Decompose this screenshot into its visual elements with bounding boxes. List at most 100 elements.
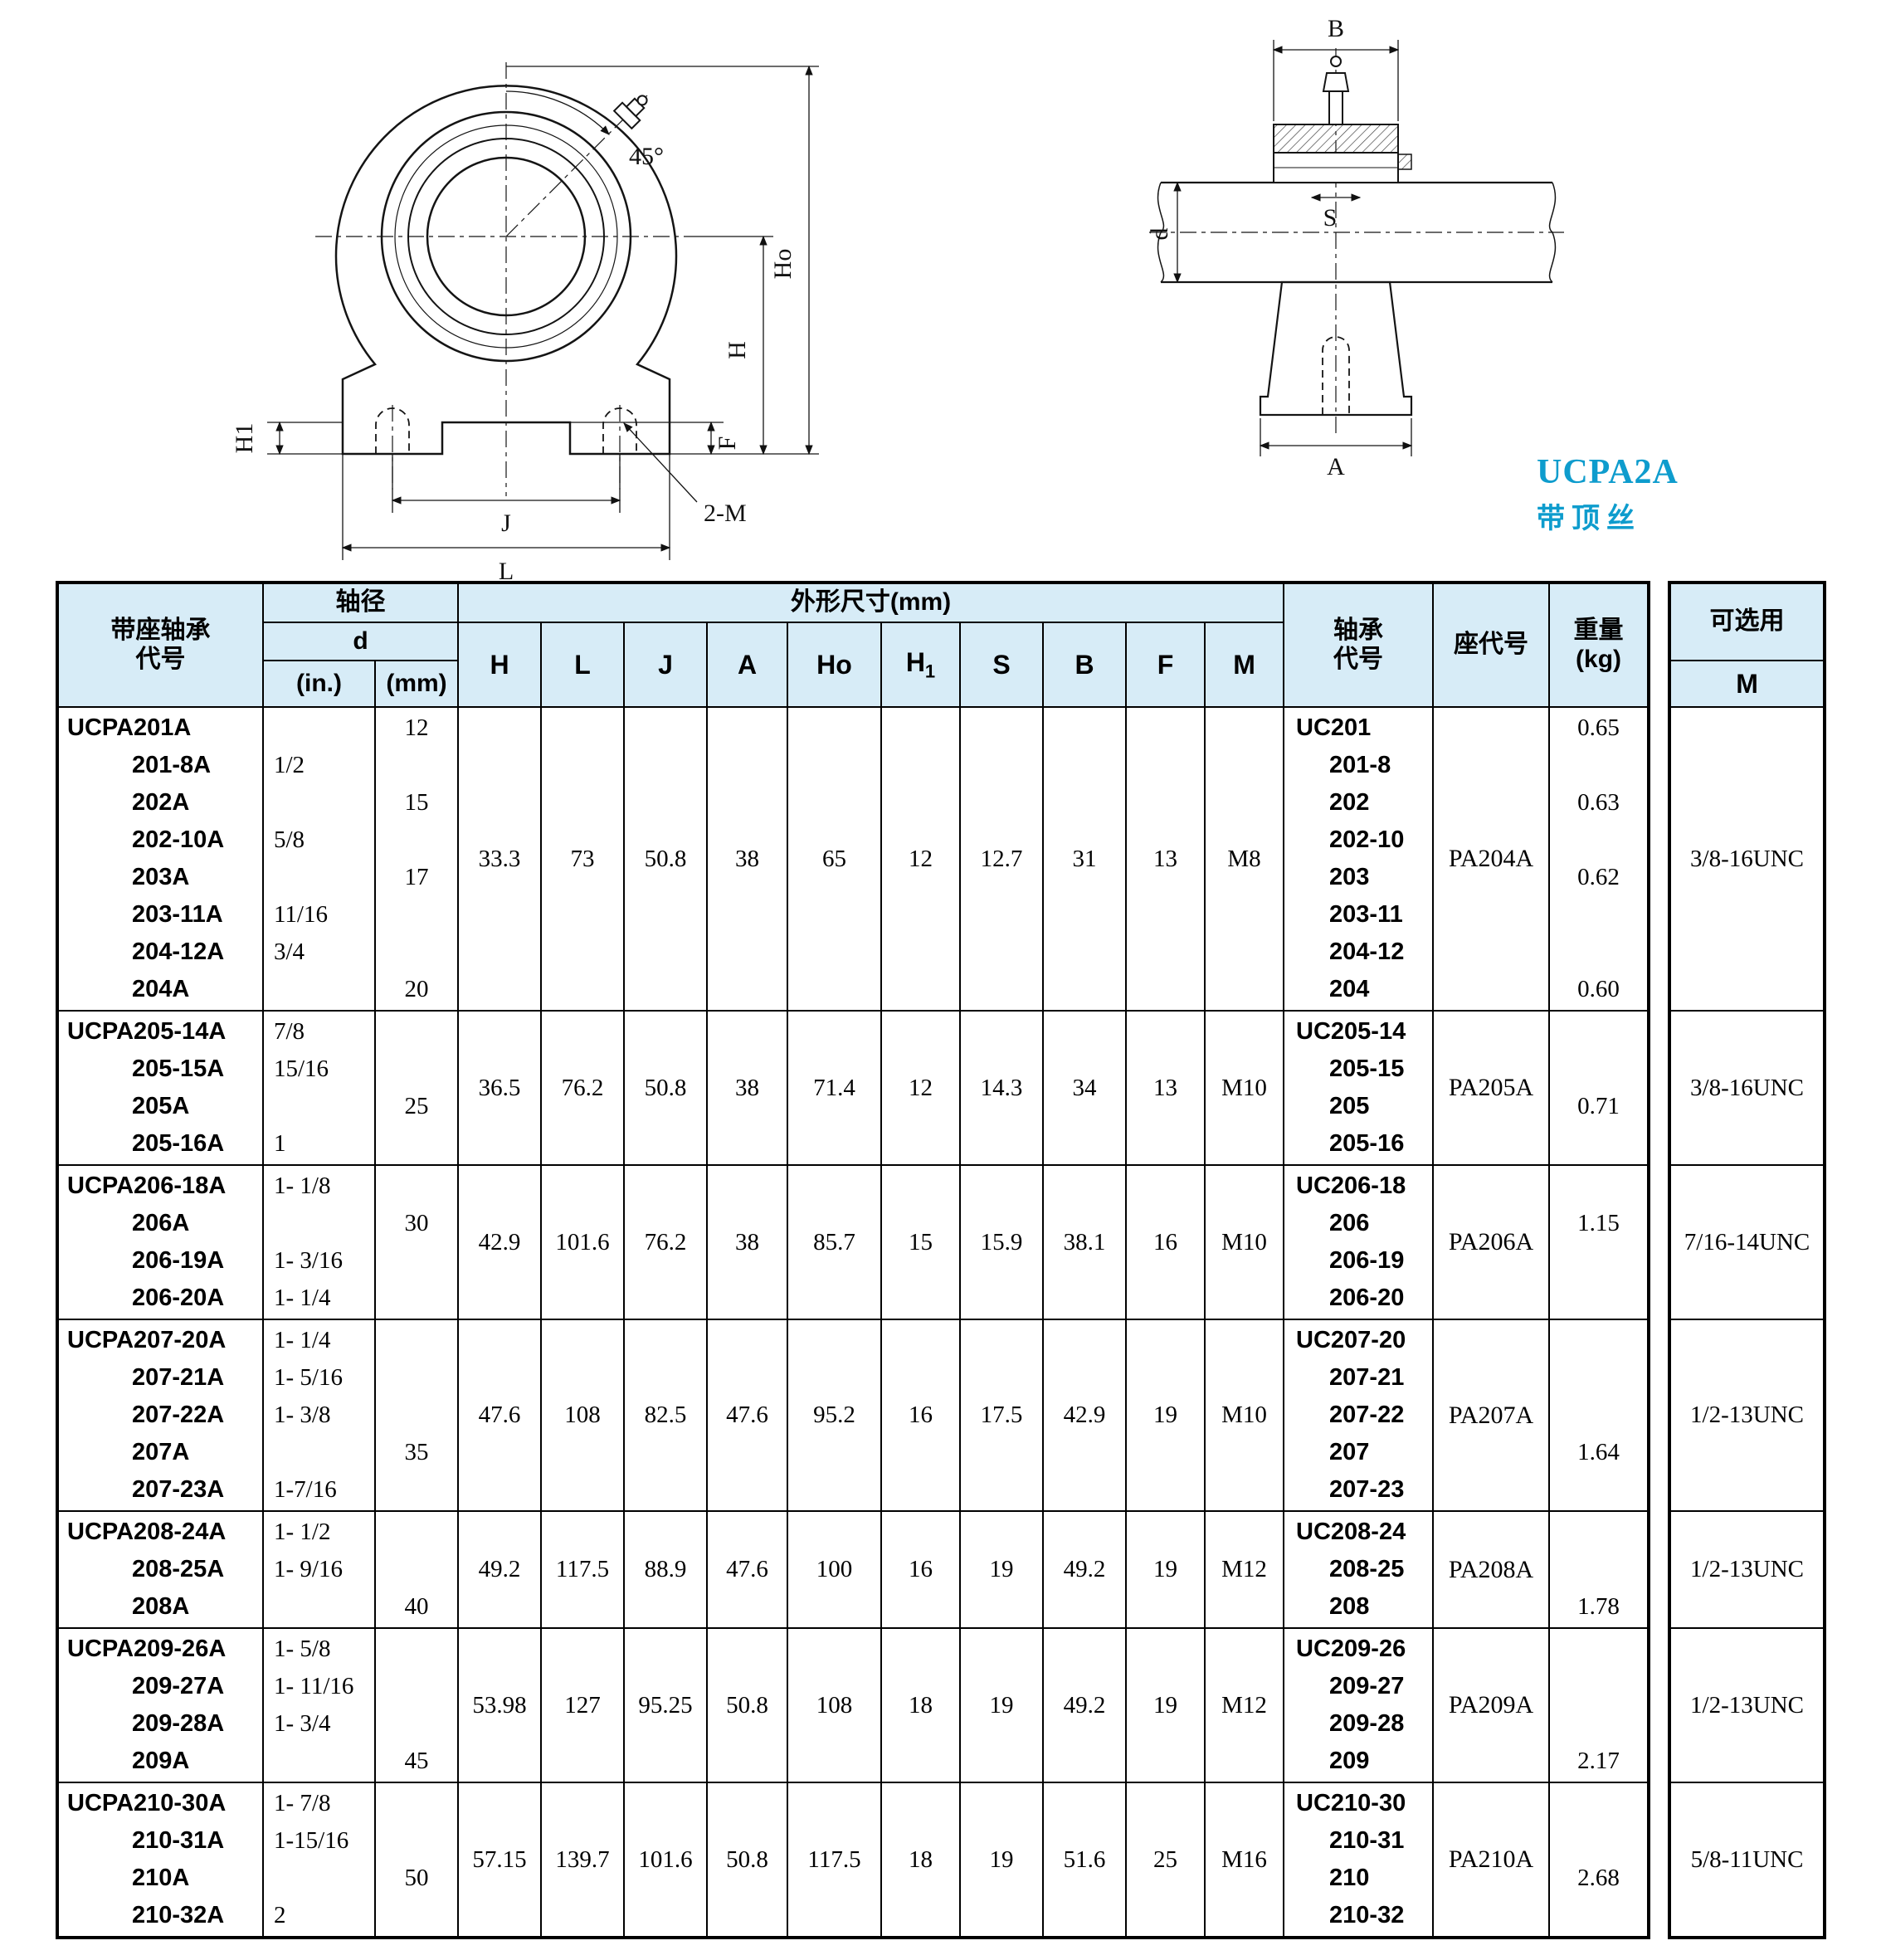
cell-dim-A: 50.8 [706, 1627, 788, 1783]
cell-dim-S: 17.5 [959, 1319, 1044, 1512]
cell-dim-J: 82.5 [623, 1319, 708, 1512]
cell-shaft-inch-line: 1- 3/16 [274, 1247, 343, 1274]
cell-dim-B: 31 [1042, 706, 1127, 1012]
cell-weight-line [1550, 822, 1647, 859]
cell-shaft-inch-line: 1- 9/16 [274, 1556, 343, 1582]
cell-optional-m: 1/2-13UNC [1668, 1627, 1827, 1783]
cell-dim-Ho: 100 [787, 1510, 882, 1629]
cell-housing-code: PA205A [1432, 1010, 1551, 1166]
cell-shaft-inch-line [264, 1434, 374, 1471]
cell-unit-codes-line: 209-27A [132, 1673, 225, 1699]
cell-dim-M: M8 [1203, 706, 1285, 1012]
header-housing-code: 座代号 [1432, 581, 1551, 708]
housing-outline [334, 85, 678, 456]
cell-optional-m: 5/8-11UNC [1668, 1782, 1827, 1939]
cell-shaft-mm-line [376, 822, 457, 859]
cell-dim-J: 95.25 [623, 1627, 708, 1783]
cell-bearing-codes-line: UC205-14 [1296, 1018, 1406, 1045]
cell-dim-H: 42.9 [457, 1164, 542, 1320]
cell-unit-codes-line: 206A [132, 1210, 190, 1236]
cell-dim-L: 108 [540, 1319, 625, 1512]
table-gap [1649, 1011, 1670, 1165]
cell-shaft-mm-line [376, 1322, 457, 1359]
cell-weight-line [1550, 747, 1647, 784]
cell-bearing-codes-line: UC201 [1296, 714, 1372, 741]
cell-shaft-mm-line [376, 1242, 457, 1280]
cell-dim-F: 13 [1125, 706, 1206, 1012]
cell-shaft-mm-line [376, 1280, 457, 1317]
cell-weight: 1.78 [1548, 1510, 1651, 1629]
cell-weight-line [1550, 1668, 1647, 1705]
cell-shaft-inch-line [264, 1588, 374, 1626]
cell-shaft-mm-line [376, 896, 457, 934]
cell-shaft-mm-line [376, 1897, 457, 1934]
cell-weight-line: 1.78 [1577, 1593, 1620, 1620]
cell-dim-A: 38 [706, 1010, 788, 1166]
cell-dim-A: 50.8 [706, 1782, 788, 1939]
cell-bearing-codes-line: 203-11 [1329, 901, 1403, 928]
dim-label-s: S [1323, 204, 1338, 232]
cell-dim-F: 16 [1125, 1164, 1206, 1320]
cell-weight: 1.64 [1548, 1319, 1651, 1512]
header-optional-m: M [1668, 660, 1827, 708]
cell-dim-B: 38.1 [1042, 1164, 1127, 1320]
cell-unit-codes-line: 204-12A [132, 939, 225, 965]
cell-dim-J: 88.9 [623, 1510, 708, 1629]
cell-dim-M: M10 [1203, 1010, 1285, 1166]
cell-dim-F: 19 [1125, 1627, 1206, 1783]
cell-unit-codes-line: UCPA207-20A [67, 1327, 227, 1353]
cell-shaft-inch-line: 1-15/16 [274, 1827, 349, 1854]
cell-dim-B: 51.6 [1042, 1782, 1127, 1939]
cell-weight: 1.15 [1548, 1164, 1651, 1320]
cell-dim-H1: 18 [880, 1782, 961, 1939]
cell-optional-m: 1/2-13UNC [1668, 1319, 1827, 1512]
dim-label-b: B [1328, 15, 1344, 42]
cell-dim-L: 73 [540, 706, 625, 1012]
cell-optional-m: 3/8-16UNC [1668, 1010, 1827, 1166]
cell-housing-code: PA207A [1432, 1319, 1551, 1512]
cell-shaft-mm: 40 [374, 1510, 459, 1629]
header-d: d [262, 622, 459, 661]
cell-bearing-codes-line: 210 [1329, 1865, 1370, 1891]
cell-shaft-inch-line: 1- 1/4 [274, 1285, 331, 1311]
header-col-A: A [706, 622, 788, 708]
cell-shaft-mm-line: 35 [404, 1439, 429, 1465]
dim-label-ho: Ho [769, 249, 797, 280]
cell-weight-line [1550, 1705, 1647, 1743]
cell-bearing-codes-line: UC207-20 [1296, 1327, 1406, 1353]
cell-unit-codes-line: 209-28A [132, 1710, 225, 1737]
note-label: 带顶丝 [1537, 503, 1641, 534]
cell-shaft-mm-line: 15 [404, 789, 429, 816]
cell-unit-codes-line: UCPA205-14A [67, 1018, 227, 1045]
cell-shaft-mm-line [376, 1705, 457, 1743]
cell-dim-H: 33.3 [457, 706, 542, 1012]
cell-unit-codes-line: 205-16A [132, 1130, 225, 1157]
cell-optional-m: 7/16-14UNC [1668, 1164, 1827, 1320]
cell-weight-line [1550, 896, 1647, 934]
cell-weight-line [1550, 1051, 1647, 1088]
dim-label-a: A [1327, 453, 1345, 480]
cell-dim-M: M16 [1203, 1782, 1285, 1939]
cell-shaft-mm-line: 45 [404, 1748, 429, 1774]
cell-weight-line [1550, 1397, 1647, 1434]
model-label: UCPA2A [1537, 453, 1679, 491]
header-col-H1: H1 [880, 622, 961, 708]
cell-shaft-mm: 45 [374, 1627, 459, 1783]
cell-dim-F: 19 [1125, 1319, 1206, 1512]
header-optional: 可选用 [1668, 581, 1827, 661]
cell-bearing-codes-line: 207-22 [1329, 1402, 1405, 1428]
cell-weight-line [1550, 934, 1647, 971]
cell-shaft-mm: 30 [374, 1164, 459, 1320]
cell-bearing-codes-line: 204-12 [1329, 939, 1405, 965]
grease-fitting [612, 95, 648, 130]
cell-unit-codes-line: 207-23A [132, 1476, 225, 1503]
cell-dim-Ho: 117.5 [787, 1782, 882, 1939]
